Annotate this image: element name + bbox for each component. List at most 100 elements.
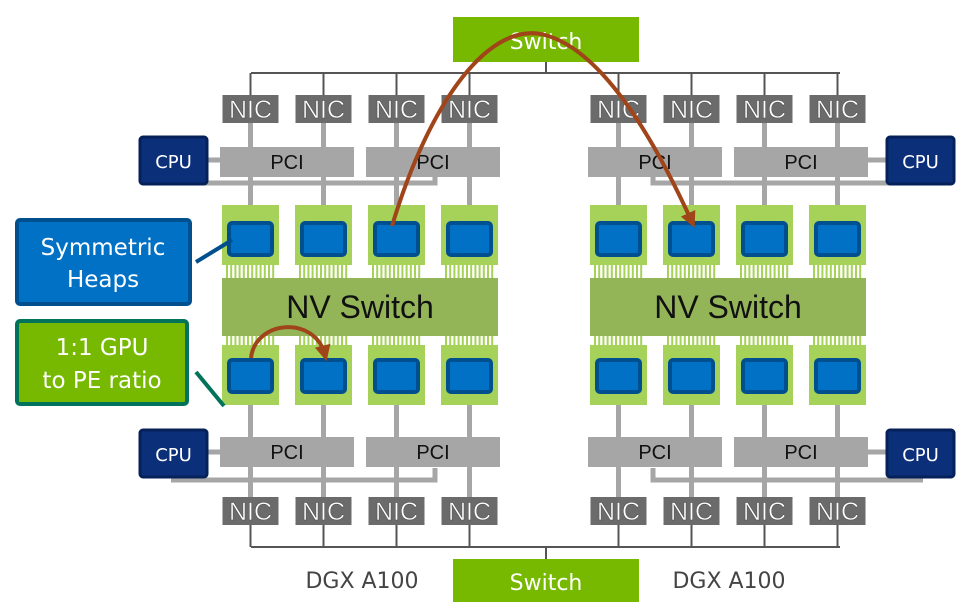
- nvlink-pin: [817, 330, 820, 345]
- nvlink-pin: [623, 330, 626, 345]
- gpu-chip: [668, 221, 715, 257]
- nvlink-pin: [226, 265, 228, 280]
- nvlink-pin: [445, 330, 447, 345]
- nic-label: NIC: [229, 498, 272, 526]
- nvlink-pin: [414, 330, 416, 345]
- nvlink-pin: [834, 330, 836, 345]
- cpu-box: [138, 135, 209, 186]
- nvlink-pin: [756, 330, 759, 345]
- nic-box: [441, 497, 498, 525]
- cpu-label: CPU: [155, 152, 192, 173]
- nic-box: [222, 95, 279, 123]
- nvlink-pin: [238, 265, 241, 280]
- nvlink-pin: [602, 265, 605, 280]
- nvlink-pin: [247, 265, 249, 280]
- nic-label: NIC: [302, 96, 345, 124]
- gpu-chip: [741, 221, 788, 257]
- nic-box: [736, 95, 793, 123]
- gpu-chip: [595, 358, 642, 394]
- nvlink-pin: [594, 330, 596, 345]
- nic-label: NIC: [670, 96, 713, 124]
- nvlink-pin: [817, 265, 820, 280]
- cpu-label: CPU: [902, 152, 939, 173]
- nvlink-pin: [303, 265, 306, 280]
- nvlink-pin: [740, 330, 742, 345]
- nic-label: NIC: [743, 498, 786, 526]
- nvlink-pin: [834, 265, 836, 280]
- gpu-chip: [446, 358, 493, 394]
- nvlink-pin: [263, 265, 266, 280]
- gpu-chip: [227, 221, 274, 257]
- callout-symmetric-heaps-pointer: [194, 238, 234, 264]
- nvlink-pin: [761, 265, 763, 280]
- nvlink-pin: [320, 265, 322, 280]
- nvlink-pin: [825, 330, 828, 345]
- nvlink-pin: [372, 330, 374, 345]
- nvlink-pin: [610, 330, 613, 345]
- nvlink-pins: [372, 330, 421, 345]
- nvlink-pin: [457, 265, 460, 280]
- bottom-switch-label: Switch: [510, 571, 583, 596]
- nvlink-pin: [393, 330, 395, 345]
- nvlink-pin: [328, 330, 331, 345]
- nvlink-pin: [615, 330, 617, 345]
- nvlink-pin: [268, 330, 270, 345]
- nic-box: [368, 497, 425, 525]
- nvlink-pin: [491, 265, 494, 280]
- pci-switch-label: PCI: [784, 152, 817, 174]
- inter-node-transfer-arrow: [390, 31, 696, 228]
- nvlink-pin: [838, 265, 841, 280]
- nic-label: NIC: [597, 96, 640, 124]
- nic-box: [809, 497, 866, 525]
- gpu-chip: [300, 358, 347, 394]
- nvlink-pin: [602, 330, 605, 345]
- nvlink-pin: [777, 265, 780, 280]
- nvlink-pin: [667, 330, 669, 345]
- nvlink-pin: [700, 265, 703, 280]
- nvlink-pin: [748, 330, 751, 345]
- nic-box: [590, 497, 647, 525]
- pci-switch-label: PCI: [416, 442, 449, 464]
- nvlink-pin: [341, 265, 343, 280]
- gpu-chip: [373, 358, 420, 394]
- pci-switch-label: PCI: [270, 442, 303, 464]
- nvlink-pin: [744, 265, 747, 280]
- nvlink-pin: [692, 330, 695, 345]
- nic-box: [295, 95, 352, 123]
- nvlink-pin: [453, 265, 456, 280]
- nvlink-pin: [619, 330, 622, 345]
- nvlink-pin: [850, 330, 853, 345]
- nvlink-pin: [449, 265, 452, 280]
- nvlink-pin: [470, 265, 473, 280]
- pci-switch-box: [588, 437, 722, 467]
- nvlink-pins: [667, 330, 716, 345]
- nvlink-pin: [744, 330, 747, 345]
- pci-switch-label: PCI: [416, 152, 449, 174]
- nvlink-pins: [299, 265, 348, 280]
- nvlink-pin: [825, 265, 828, 280]
- nvlink-pin: [829, 330, 832, 345]
- pci-switch-box: [734, 147, 868, 177]
- nvlink-pin: [449, 330, 452, 345]
- nvlink-pin: [631, 265, 634, 280]
- nvlink-pin: [453, 330, 456, 345]
- nvlink-pin: [230, 330, 233, 345]
- nvlink-pin: [487, 265, 489, 280]
- nic-label: NIC: [743, 96, 786, 124]
- nvlink-pin: [709, 330, 711, 345]
- nvlink-pin: [855, 265, 857, 280]
- nvlink-pin: [627, 330, 630, 345]
- nvlink-pin: [482, 265, 485, 280]
- nvlink-pin: [688, 330, 690, 345]
- nvlink-pin: [384, 330, 387, 345]
- nvlink-pins: [445, 330, 494, 345]
- nvlink-pin: [688, 265, 690, 280]
- nvlink-pin: [679, 330, 682, 345]
- nvlink-pins: [667, 265, 716, 280]
- nvlink-pin: [259, 265, 262, 280]
- nvlink-pin: [619, 265, 622, 280]
- gpu-chip: [741, 358, 788, 394]
- gpu-chip: [300, 221, 347, 257]
